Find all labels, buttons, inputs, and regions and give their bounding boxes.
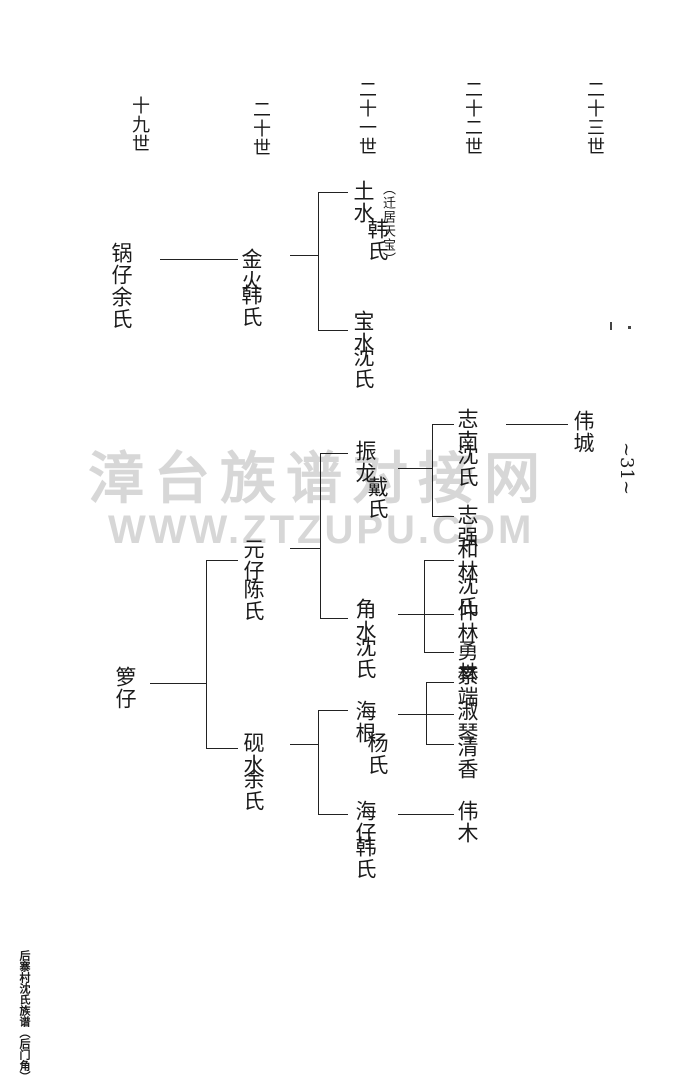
branch-line bbox=[432, 424, 434, 516]
branch-line bbox=[150, 683, 206, 685]
person-jiaoshui: 角水 bbox=[353, 598, 377, 642]
spouse-shen-1: 沈氏 bbox=[351, 346, 375, 390]
spouse-chen: 陈氏 bbox=[241, 578, 265, 622]
spouse-dai: 戴氏 bbox=[365, 476, 389, 520]
branch-line bbox=[206, 748, 238, 750]
branch-line bbox=[320, 453, 348, 455]
branch-line bbox=[318, 710, 348, 712]
generation-23-header: 二十三世 bbox=[584, 80, 605, 156]
person-baoshui: 宝水 bbox=[351, 310, 375, 354]
generation-21-header: 二十一世 bbox=[356, 80, 377, 156]
branch-line bbox=[398, 614, 454, 616]
scan-speck bbox=[610, 322, 612, 330]
person-zhiqiang: 志强 bbox=[455, 504, 479, 548]
branch-line bbox=[318, 192, 320, 330]
branch-line bbox=[318, 192, 348, 194]
person-yuanzai: 元仔 bbox=[241, 538, 265, 582]
person-haizai: 海仔 bbox=[353, 800, 377, 844]
spouse-han-2: 韩氏 bbox=[365, 218, 389, 262]
watermark-title: 漳台族谱对接网 bbox=[88, 447, 550, 510]
branch-line bbox=[290, 255, 318, 257]
spouse-yu-1: 余氏 bbox=[109, 286, 133, 330]
person-qingxiang: 清香 bbox=[455, 736, 479, 780]
spouse-shen-4: 沈氏 bbox=[455, 574, 479, 618]
book-title-footer: 后寨村沈氏族谱（后门角） bbox=[8, 950, 32, 1082]
book-title-text: 后寨村沈氏族谱（后门角） bbox=[18, 950, 31, 1082]
branch-line bbox=[424, 560, 426, 652]
spouse-han-3: 韩氏 bbox=[353, 836, 377, 880]
person-weimu: 伟木 bbox=[455, 800, 479, 844]
scan-speck bbox=[628, 326, 631, 329]
branch-line bbox=[290, 548, 320, 550]
person-haigen: 海根 bbox=[353, 700, 377, 744]
branch-line bbox=[424, 560, 454, 562]
note-relocated: （迁居天宝） bbox=[380, 182, 395, 266]
branch-line bbox=[426, 744, 454, 746]
person-weicheng: 伟城 bbox=[571, 410, 595, 454]
person-zhenlong: 振龙 bbox=[353, 440, 377, 484]
branch-line bbox=[320, 453, 322, 618]
branch-line bbox=[426, 682, 428, 744]
person-luozai: 箩仔 bbox=[113, 666, 137, 710]
person-suduan: 素端 bbox=[455, 664, 479, 708]
branch-line bbox=[318, 814, 348, 816]
spouse-han-1: 韩氏 bbox=[239, 284, 263, 328]
spouse-shen-2: 沈氏 bbox=[353, 636, 377, 680]
person-shuqin: 淑琴 bbox=[455, 700, 479, 744]
branch-line bbox=[318, 710, 320, 814]
genealogy-page: 十九世 二十世 二十一世 二十二世 二十三世 漳台族谱对接网 WWW.ZTZUP… bbox=[8, 80, 638, 1082]
branch-line bbox=[206, 560, 208, 748]
branch-line bbox=[318, 330, 348, 332]
person-helin: 和林 bbox=[455, 538, 479, 582]
spouse-yang: 杨氏 bbox=[365, 732, 389, 776]
generation-22-header: 二十二世 bbox=[462, 80, 483, 156]
person-jinhuo: 金火 bbox=[239, 248, 263, 292]
person-tushui: 土水 bbox=[351, 180, 375, 224]
person-yonglin: 勇林 bbox=[455, 640, 479, 684]
branch-line bbox=[398, 714, 454, 716]
branch-line bbox=[432, 516, 454, 518]
branch-line bbox=[432, 424, 454, 426]
person-yanshui: 砚水 bbox=[241, 732, 265, 776]
person-zhonglin: 仲林 bbox=[455, 600, 479, 644]
branch-line bbox=[426, 682, 454, 684]
generation-19-header: 十九世 bbox=[129, 96, 150, 153]
branch-line bbox=[398, 814, 454, 816]
branch-line bbox=[160, 259, 238, 261]
branch-line bbox=[206, 560, 238, 562]
branch-line bbox=[290, 744, 318, 746]
branch-line bbox=[320, 618, 348, 620]
watermark-url: WWW.ZTZUPU.COM bbox=[108, 508, 535, 552]
page-number: ~31~ bbox=[616, 441, 638, 496]
spouse-yu-2: 余氏 bbox=[241, 768, 265, 812]
branch-line bbox=[398, 468, 432, 470]
generation-20-header: 二十世 bbox=[250, 100, 271, 157]
person-zhinan: 志南 bbox=[455, 408, 479, 452]
spouse-shen-3: 沈氏 bbox=[455, 444, 479, 488]
branch-line bbox=[424, 652, 454, 654]
branch-line bbox=[506, 424, 568, 426]
person-guozai: 锅仔 bbox=[109, 242, 133, 286]
